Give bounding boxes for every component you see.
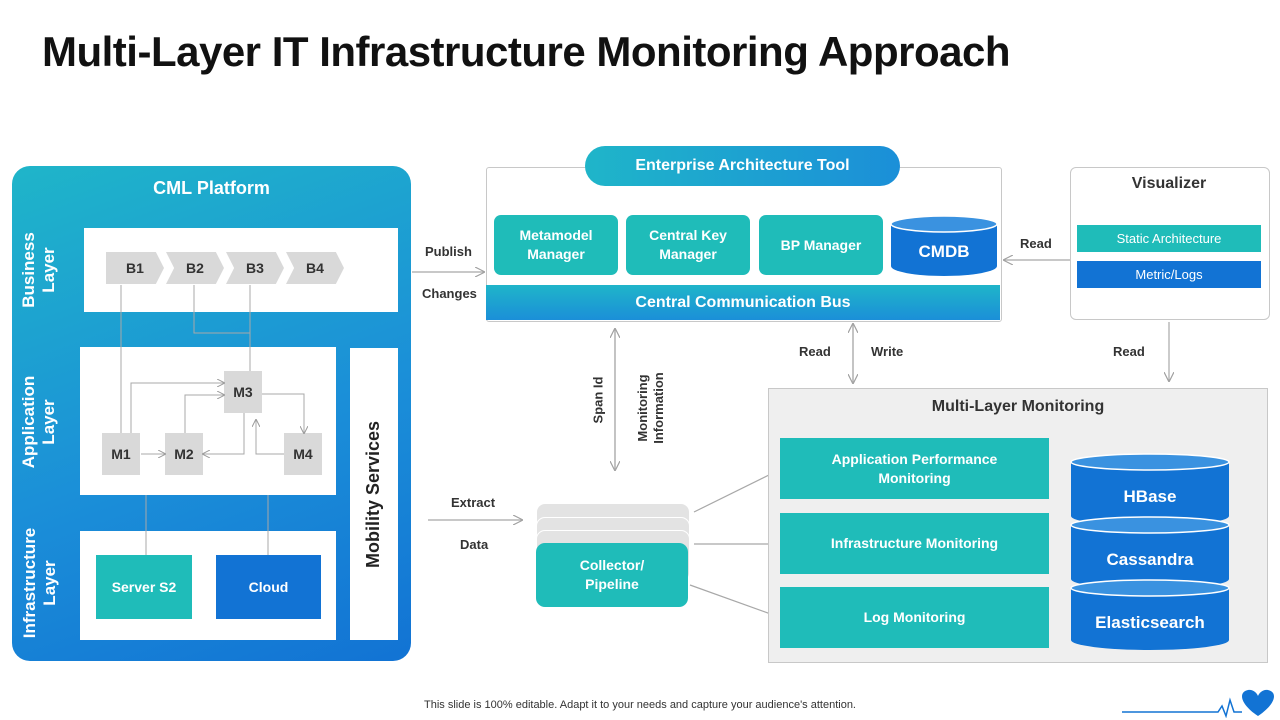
module-m3: M3 (224, 371, 262, 413)
extract-label: Extract (451, 495, 496, 510)
metric-logs-item: Metric/Logs (1077, 261, 1261, 288)
monitoring-info-label-wrap: Monitoring Information (602, 372, 702, 444)
database-stack-icon (1070, 453, 1230, 650)
module-m1: M1 (102, 433, 140, 475)
cmdb-label: CMDB (918, 242, 970, 261)
data-label: Data (460, 537, 489, 552)
cloud-box: Cloud (216, 555, 321, 619)
module-m2: M2 (165, 433, 203, 475)
read-bus-label: Read (799, 344, 831, 359)
page-title: Multi-Layer IT Infrastructure Monitoring… (42, 28, 1010, 75)
changes-label: Changes (422, 286, 477, 301)
cml-platform-title: CML Platform (153, 178, 270, 198)
business-step-b4: B4 (286, 252, 344, 284)
publish-label: Publish (425, 244, 472, 259)
monitoring-information-label: Monitoring Information (635, 372, 666, 444)
cmdb-database-icon (890, 215, 998, 276)
collector-pipeline-box: Collector/Pipeline (536, 543, 688, 607)
cassandra-label: Cassandra (1106, 550, 1194, 569)
server-s2-box: Server S2 (96, 555, 192, 619)
bp-manager-box: BP Manager (759, 215, 883, 275)
write-bus-label: Write (871, 344, 904, 359)
visualizer-title: Visualizer (1131, 175, 1207, 192)
read-monitoring-label: Read (1113, 344, 1145, 359)
elasticsearch-label: Elasticsearch (1095, 613, 1205, 632)
read-visualizer-label: Read (1020, 236, 1052, 251)
multi-layer-monitoring-title: Multi-Layer Monitoring (931, 398, 1105, 415)
hbase-label: HBase (1123, 487, 1177, 506)
central-communication-bus: Central Communication Bus (486, 285, 1000, 320)
footer-note: This slide is 100% editable. Adapt it to… (424, 699, 856, 711)
infrastructure-monitoring-box: Infrastructure Monitoring (780, 513, 1049, 574)
log-monitoring-box: Log Monitoring (780, 587, 1049, 648)
business-step-b3: B3 (226, 252, 284, 284)
static-architecture-item: Static Architecture (1077, 225, 1261, 252)
business-step-b1: B1 (106, 252, 164, 284)
enterprise-architecture-title: Enterprise Architecture Tool (585, 146, 900, 186)
business-step-b2: B2 (166, 252, 224, 284)
module-m4: M4 (284, 433, 322, 475)
mobility-services-panel (350, 348, 398, 640)
heart-pulse-icon (1122, 689, 1274, 718)
